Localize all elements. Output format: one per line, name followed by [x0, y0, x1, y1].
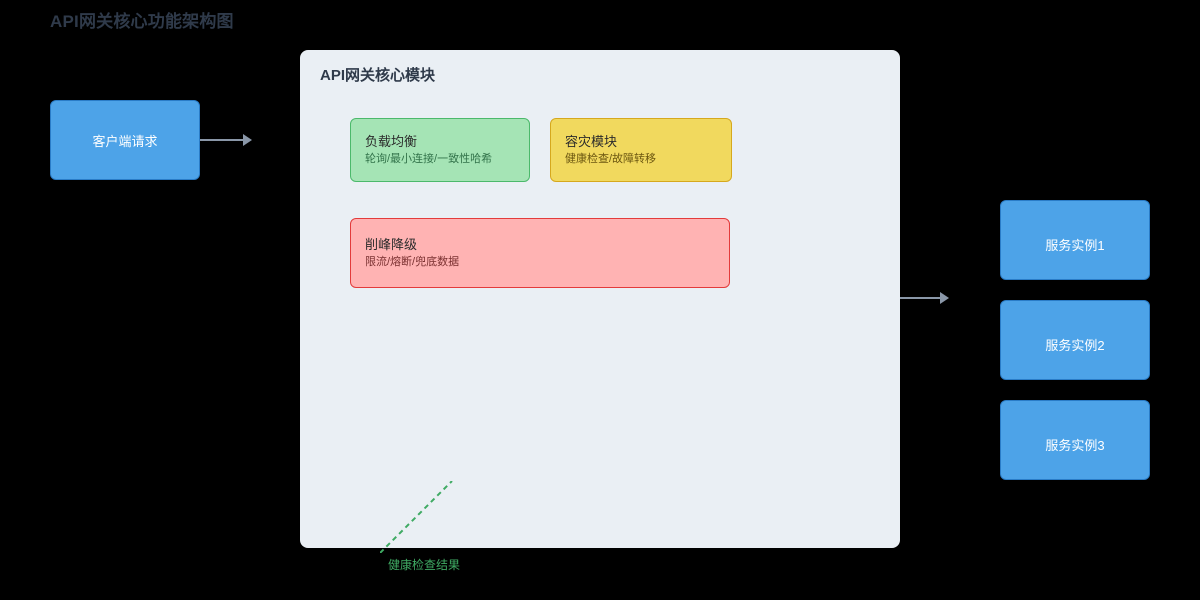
service-instance-1[interactable]: 服务实例1	[1000, 200, 1150, 280]
module-peak-clipping[interactable]: 削峰降级 限流/熔断/兜底数据	[350, 218, 730, 288]
module-disaster-recovery[interactable]: 容灾模块 健康检查/故障转移	[550, 118, 732, 182]
arrow-gateway-to-services-line	[900, 297, 942, 299]
module-peak-clipping-subtitle: 限流/熔断/兜底数据	[365, 256, 460, 268]
module-peak-clipping-title: 削峰降级	[365, 237, 418, 252]
arrow-client-to-gateway-line	[200, 139, 245, 141]
page-title: API网关核心功能架构图	[50, 12, 234, 31]
health-check-label: 健康检查结果	[388, 558, 461, 572]
service-instance-2-label: 服务实例2	[1045, 337, 1105, 353]
module-disaster-recovery-title: 容灾模块	[565, 134, 618, 149]
arrow-gateway-to-services-head-icon	[940, 292, 949, 304]
module-load-balance-subtitle: 轮询/最小连接/一致性哈希	[365, 153, 493, 165]
service-instance-3[interactable]: 服务实例3	[1000, 400, 1150, 480]
client-request-label: 客户端请求	[92, 133, 158, 149]
service-instance-2[interactable]: 服务实例2	[1000, 300, 1150, 380]
client-request-node[interactable]: 客户端请求	[50, 100, 200, 180]
service-instance-3-label: 服务实例3	[1045, 437, 1105, 453]
module-load-balance[interactable]: 负载均衡 轮询/最小连接/一致性哈希	[350, 118, 530, 182]
gateway-title: API网关核心模块	[320, 67, 436, 84]
arrow-client-to-gateway-head-icon	[243, 134, 252, 146]
service-instance-1-label: 服务实例1	[1045, 237, 1105, 253]
module-disaster-recovery-subtitle: 健康检查/故障转移	[565, 153, 657, 165]
gateway-container: API网关核心模块 负载均衡 轮询/最小连接/一致性哈希 容灾模块 健康检查/故…	[300, 50, 900, 548]
module-load-balance-title: 负载均衡	[365, 134, 418, 149]
